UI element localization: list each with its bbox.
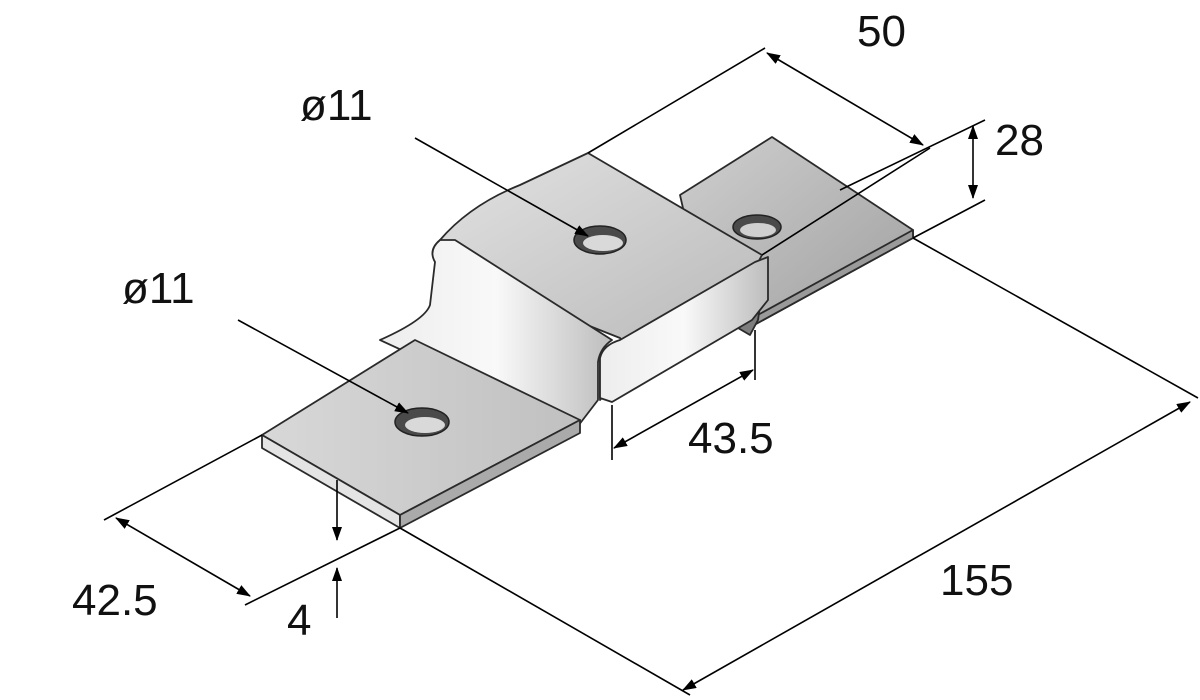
u-right-wall xyxy=(599,256,769,403)
dim-hole-left: ø11 xyxy=(122,264,195,313)
dim-inner-width: 43.5 xyxy=(688,414,774,463)
bracket-part xyxy=(261,136,914,529)
dim-flange-left: 42.5 xyxy=(72,576,158,625)
dimension-labels: 50 28 ø11 ø11 43.5 155 42.5 4 xyxy=(72,7,1044,645)
dim-hole-top: ø11 xyxy=(300,81,373,130)
left-bend xyxy=(379,239,613,431)
dimension-lines xyxy=(103,47,1199,696)
dim-bend-height: 28 xyxy=(995,116,1044,165)
dim-thickness: 4 xyxy=(287,596,311,645)
dim-overall-length: 155 xyxy=(940,556,1013,605)
dim-width-top: 50 xyxy=(857,7,906,56)
left-flange-edge-side xyxy=(399,419,581,529)
